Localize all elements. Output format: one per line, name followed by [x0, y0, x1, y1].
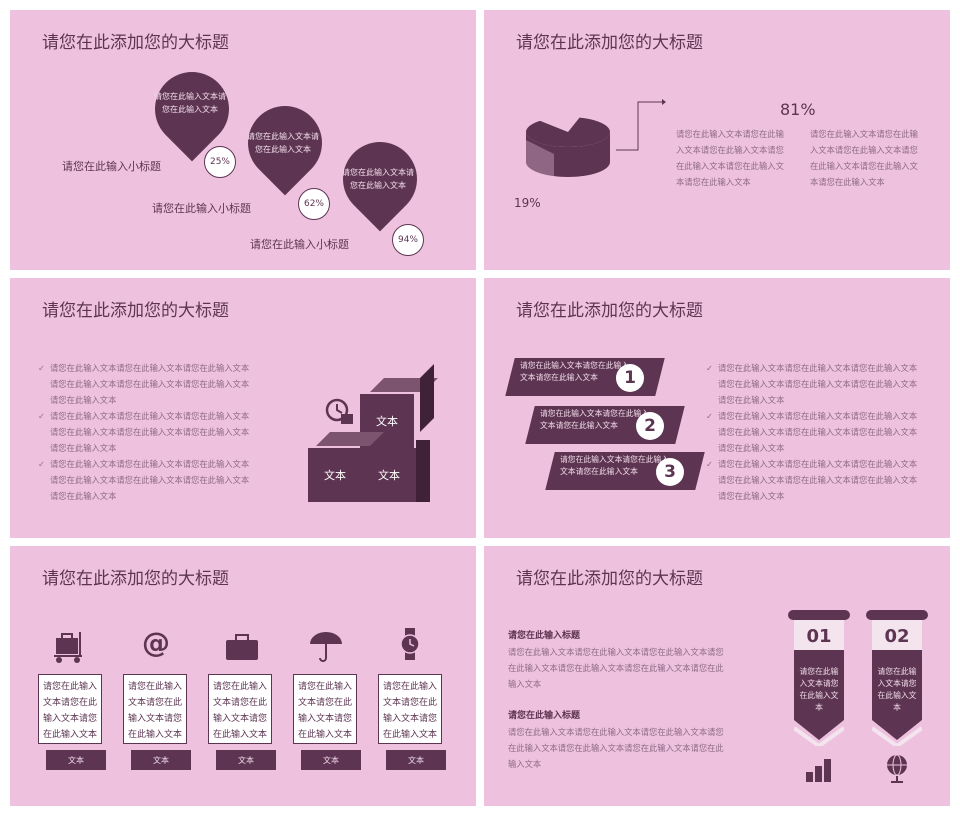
slide-title: 请您在此添加您的大标题 — [516, 301, 703, 321]
watch-icon — [400, 628, 420, 660]
percent-badge: 25% — [204, 146, 236, 178]
teardrop-text: 请您在此输入文本请您在此输入文本 — [154, 92, 226, 114]
ribbon-cap — [788, 610, 850, 620]
slide-2[interactable]: 请您在此添加您的大标题 81% 19% 请您在此输入文本请您在此输入文本请您在此… — [484, 10, 950, 270]
clock-24-icon — [325, 398, 353, 424]
slide-title: 请您在此添加您的大标题 — [42, 301, 229, 321]
text-card: 请您在此输入文本请您在此输入文本请您在此输入文本 — [38, 674, 102, 744]
ribbon-number: 01 — [806, 626, 832, 647]
umbrella-icon — [310, 632, 342, 662]
step-number: 1 — [616, 364, 644, 392]
bar-chart-icon — [806, 759, 831, 782]
bullet-text: 请您在此输入文本请您在此输入文本请您在此输入文本请您在此输入文本请您在此输入文本… — [50, 411, 250, 453]
card-tab: 文本 — [301, 750, 361, 770]
card-tab: 文本 — [131, 750, 191, 770]
bullet-item: ✓ 请您在此输入文本请您在此输入文本请您在此输入文本请您在此输入文本请您在此输入… — [38, 360, 256, 408]
check-icon: ✓ — [706, 411, 713, 421]
check-icon: ✓ — [38, 411, 45, 421]
bullet-item: ✓ 请您在此输入文本请您在此输入文本请您在此输入文本请您在此输入文本请您在此输入… — [706, 408, 918, 456]
teardrop-text: 请您在此输入文本请您在此输入文本 — [342, 168, 414, 190]
subtitle: 请您在此输入小标题 — [62, 160, 161, 173]
ribbon-body — [872, 650, 922, 746]
bullet-item: ✓ 请您在此输入文本请您在此输入文本请您在此输入文本请您在此输入文本请您在此输入… — [38, 408, 256, 456]
subtitle: 请您在此输入小标题 — [250, 238, 349, 251]
globe-icon — [887, 754, 907, 783]
at-sign-icon: @ — [142, 626, 170, 659]
small-percent: 19% — [514, 196, 541, 210]
text-card: 请您在此输入文本请您在此输入文本请您在此输入文本 — [293, 674, 357, 744]
bullet-item: ✓ 请您在此输入文本请您在此输入文本请您在此输入文本请您在此输入文本请您在此输入… — [706, 360, 918, 408]
check-icon: ✓ — [706, 459, 713, 469]
ribbon-number: 02 — [884, 626, 910, 647]
ribbon-cap — [866, 610, 928, 620]
section-heading: 请您在此输入标题 — [508, 631, 581, 641]
percent-badge: 62% — [298, 188, 330, 220]
bullet-text: 请您在此输入文本请您在此输入文本请您在此输入文本请您在此输入文本请您在此输入文本… — [718, 411, 918, 453]
text-card: 请您在此输入文本请您在此输入文本请您在此输入文本 — [123, 674, 187, 744]
section-heading: 请您在此输入标题 — [508, 711, 581, 721]
text-card: 请您在此输入文本请您在此输入文本请您在此输入文本 — [208, 674, 272, 744]
bullet-text: 请您在此输入文本请您在此输入文本请您在此输入文本请您在此输入文本请您在此输入文本… — [718, 459, 918, 501]
cube-side — [416, 440, 430, 502]
check-icon: ✓ — [38, 363, 45, 373]
slide-title: 请您在此添加您的大标题 — [42, 33, 229, 53]
step-text: 请您在此输入文本请您在此输入文本请您在此输入文本 — [540, 409, 650, 430]
bullet-item: ✓ 请您在此输入文本请您在此输入文本请您在此输入文本请您在此输入文本请您在此输入… — [38, 456, 256, 504]
check-icon: ✓ — [38, 459, 45, 469]
step-text: 请您在此输入文本请您在此输入文本请您在此输入文本 — [560, 455, 670, 476]
pie-3d-icon — [526, 116, 610, 180]
ribbon-number-box — [794, 620, 844, 650]
slide-6[interactable]: 请您在此添加您的大标题 请您在此输入标题 请您在此输入文本请您在此输入文本请您在… — [484, 546, 950, 806]
bullet-text: 请您在此输入文本请您在此输入文本请您在此输入文本请您在此输入文本请您在此输入文本… — [50, 363, 250, 405]
slide-1[interactable]: 请您在此添加您的大标题 请您在此输入文本请您在此输入文本 25% 请您在此输入小… — [10, 10, 476, 270]
cube-block-left: 文本 — [308, 448, 362, 502]
luggage-cart-icon — [54, 632, 82, 663]
ribbon-text: 请您在此输入文本请您在此输入文本 — [877, 667, 917, 712]
slide-title: 请您在此添加您的大标题 — [42, 569, 229, 589]
card-tab: 文本 — [216, 750, 276, 770]
ribbon-number-box — [872, 620, 922, 650]
card-tab: 文本 — [386, 750, 446, 770]
ribbon-text: 请您在此输入文本请您在此输入文本 — [799, 667, 839, 712]
bullet-text: 请您在此输入文本请您在此输入文本请您在此输入文本请您在此输入文本请您在此输入文本… — [50, 459, 250, 501]
slide-5[interactable]: 请您在此添加您的大标题 @ 请您在此输入文本请您在此输入文本请您在此输入文本 文… — [10, 546, 476, 806]
section-body: 请您在此输入文本请您在此输入文本请您在此输入文本请您在此输入文本请您在此输入文本… — [508, 647, 724, 689]
subtitle: 请您在此输入小标题 — [152, 202, 251, 215]
slide-title: 请您在此添加您的大标题 — [516, 33, 703, 53]
check-icon: ✓ — [706, 363, 713, 373]
slide-4[interactable]: 请您在此添加您的大标题 请您在此输入文本请您在此输入文本请您在此输入文本 1 请… — [484, 278, 950, 538]
ribbon-body — [794, 650, 844, 746]
bullet-item: ✓ 请您在此输入文本请您在此输入文本请您在此输入文本请您在此输入文本请您在此输入… — [706, 456, 918, 504]
cube-side — [420, 364, 434, 432]
cube-block-right: 文本 — [362, 448, 416, 502]
step-number: 3 — [656, 458, 684, 486]
percent-badge: 94% — [392, 224, 424, 256]
briefcase-icon — [226, 634, 258, 660]
big-percent: 81% — [780, 100, 816, 119]
section-body: 请您在此输入文本请您在此输入文本请您在此输入文本请您在此输入文本请您在此输入文本… — [508, 727, 724, 769]
step-number: 2 — [636, 412, 664, 440]
connector-arrow — [616, 99, 666, 151]
card-tab: 文本 — [46, 750, 106, 770]
step-text: 请您在此输入文本请您在此输入文本请您在此输入文本 — [520, 361, 630, 382]
bullet-text: 请您在此输入文本请您在此输入文本请您在此输入文本请您在此输入文本请您在此输入文本… — [718, 363, 918, 405]
text-column-1: 请您在此输入文本请您在此输入文本请您在此输入文本请您在此输入文本请您在此输入文本… — [676, 129, 784, 187]
text-column-2: 请您在此输入文本请您在此输入文本请您在此输入文本请您在此输入文本请您在此输入文本… — [810, 129, 918, 187]
slide-3[interactable]: 请您在此添加您的大标题 ✓ 请您在此输入文本请您在此输入文本请您在此输入文本请您… — [10, 278, 476, 538]
slide-title: 请您在此添加您的大标题 — [516, 569, 703, 589]
text-card: 请您在此输入文本请您在此输入文本请您在此输入文本 — [378, 674, 442, 744]
teardrop-text: 请您在此输入文本请您在此输入文本 — [247, 132, 319, 154]
